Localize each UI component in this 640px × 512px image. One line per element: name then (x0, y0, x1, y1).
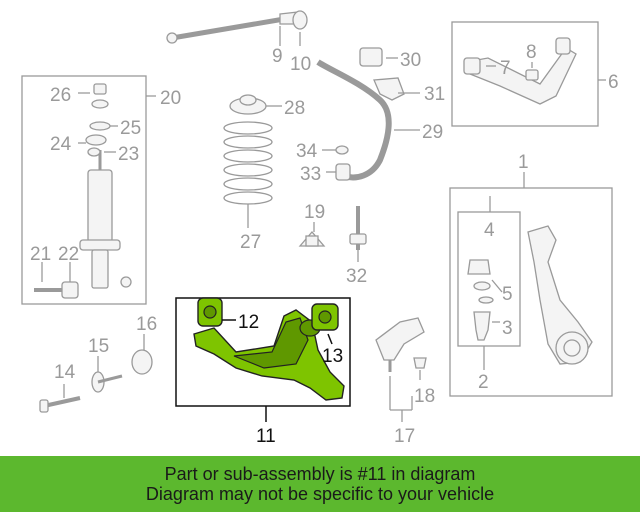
bump-stop-part[interactable] (298, 231, 326, 247)
ball-joint-box (457, 211, 521, 347)
ring-part-5[interactable] (473, 281, 494, 304)
callout-9[interactable]: 9 (272, 46, 283, 67)
cam-plate-part-16[interactable] (131, 349, 153, 375)
callout-7[interactable]: 7 (500, 58, 511, 79)
shock-absorber-part[interactable] (79, 150, 121, 289)
bushing-part-8[interactable] (525, 37, 571, 81)
coil-spring-part[interactable] (223, 121, 273, 205)
callout-24[interactable]: 24 (50, 134, 72, 155)
callout-27[interactable]: 27 (240, 232, 261, 253)
callout-19[interactable]: 19 (304, 202, 325, 223)
spring-seat-part[interactable] (229, 94, 267, 115)
washer-part-24[interactable] (85, 134, 107, 146)
callout-12[interactable]: 12 (238, 312, 259, 333)
callout-14[interactable]: 14 (54, 362, 76, 383)
washer-icon (120, 276, 132, 288)
bushing-part-33[interactable] (335, 163, 351, 181)
callout-5[interactable]: 5 (502, 284, 513, 305)
banner-line-1: Part or sub-assembly is #11 in diagram (164, 464, 476, 484)
stabilizer-bar-part[interactable] (316, 59, 392, 181)
knuckle-box (449, 187, 613, 397)
lower-arm-box (175, 297, 351, 407)
callout-31[interactable]: 31 (424, 84, 445, 105)
callout-17[interactable]: 17 (394, 426, 415, 447)
bushing-part-7[interactable] (463, 57, 481, 75)
callout-29[interactable]: 29 (422, 122, 443, 143)
washer-part-26[interactable] (93, 83, 107, 95)
callout-3[interactable]: 3 (502, 318, 513, 339)
steering-knuckle-part[interactable] (527, 225, 593, 365)
lower-ball-joint-part[interactable] (375, 317, 425, 372)
callout-30[interactable]: 30 (400, 50, 421, 71)
callout-25[interactable]: 25 (120, 118, 141, 139)
bracket-part-31[interactable] (373, 77, 405, 101)
callout-10[interactable]: 10 (290, 54, 311, 75)
callout-18[interactable]: 18 (414, 386, 435, 407)
callout-1[interactable]: 1 (518, 152, 529, 173)
boot-part-4[interactable] (467, 259, 491, 275)
callout-33[interactable]: 33 (300, 164, 321, 185)
callout-11[interactable]: 11 (256, 426, 276, 447)
bushing-part-12[interactable] (197, 297, 223, 327)
nut-part-23[interactable] (87, 147, 101, 157)
tie-rod-part[interactable] (166, 11, 299, 44)
info-banner: Part or sub-assembly is #11 in diagram D… (0, 456, 640, 512)
callout-20[interactable]: 20 (160, 88, 181, 109)
callout-8[interactable]: 8 (526, 42, 537, 63)
callout-26[interactable]: 26 (50, 85, 71, 106)
stabilizer-link-part[interactable] (349, 206, 367, 250)
bushing-part-30[interactable] (359, 47, 383, 67)
callout-32[interactable]: 32 (346, 266, 367, 287)
bushing-part-13[interactable] (311, 303, 339, 331)
callout-2[interactable]: 2 (478, 372, 489, 393)
washer-part-15[interactable] (91, 371, 123, 393)
lower-control-arm-part[interactable] (193, 309, 345, 401)
bolt-part-14[interactable] (39, 396, 81, 413)
callout-16[interactable]: 16 (136, 314, 157, 335)
nut-part-34[interactable] (335, 145, 349, 155)
callout-6[interactable]: 6 (608, 72, 619, 93)
ball-joint-part-3[interactable] (473, 311, 491, 341)
banner-line-2: Diagram may not be specific to your vehi… (145, 484, 495, 504)
washer-part-25[interactable] (89, 99, 111, 131)
shock-absorber-box (21, 75, 147, 305)
callout-28[interactable]: 28 (284, 98, 305, 119)
upper-arm-box (451, 21, 599, 127)
callout-23[interactable]: 23 (118, 144, 139, 165)
callout-22[interactable]: 22 (58, 244, 79, 265)
nut-part-10[interactable] (292, 10, 308, 30)
callout-34[interactable]: 34 (296, 141, 318, 162)
callout-4[interactable]: 4 (484, 220, 495, 241)
bushing-part-22[interactable] (61, 281, 79, 299)
upper-arm-part[interactable] (465, 47, 577, 105)
callout-21[interactable]: 21 (30, 244, 51, 265)
parts-diagram: 9 10 30 31 29 34 33 6 7 8 1 4 (21, 10, 619, 447)
nut-part-18[interactable] (413, 357, 427, 369)
callout-15[interactable]: 15 (88, 336, 109, 357)
callout-13[interactable]: 13 (322, 346, 343, 367)
